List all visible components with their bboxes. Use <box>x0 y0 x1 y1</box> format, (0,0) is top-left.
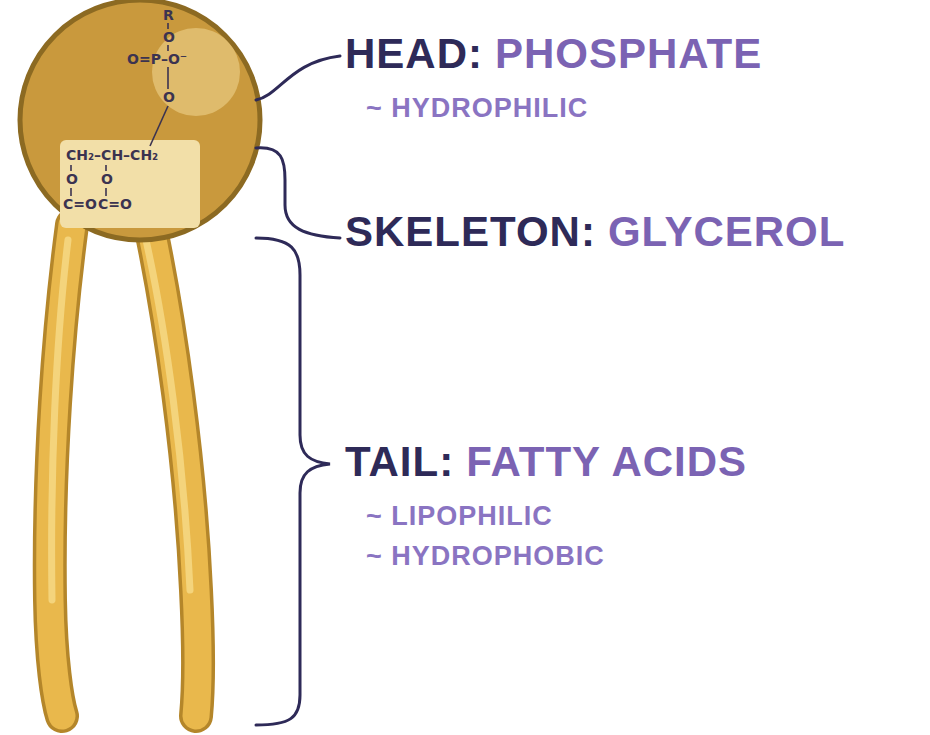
glycerol-chain: CH₂–CH–CH₂ <box>66 148 158 163</box>
brackets <box>256 56 340 725</box>
glycerol-box <box>60 140 200 228</box>
atom-label: R <box>163 8 174 23</box>
atom-label: O <box>101 172 113 187</box>
chemical-bonds <box>71 23 168 196</box>
carbonyl-label: C=O <box>98 197 132 212</box>
part-heading: HEAD: <box>345 32 483 76</box>
fatty-acid-tails <box>50 225 198 716</box>
part-name: PHOSPHATE <box>495 32 762 76</box>
carbonyl-label: C=O <box>63 197 97 212</box>
property-note: ~ LIPOPHILIC <box>366 502 553 530</box>
part-heading: TAIL: <box>345 440 454 484</box>
part-name: FATTY ACIDS <box>466 440 747 484</box>
atom-label: O <box>163 90 175 105</box>
phosphate-highlight <box>152 28 240 116</box>
part-heading: SKELETON: <box>345 210 596 254</box>
phosphate-head <box>20 0 260 240</box>
part-name: GLYCEROL <box>608 210 845 254</box>
atom-label: O <box>66 172 78 187</box>
property-note: ~ HYDROPHILIC <box>366 94 588 122</box>
atom-label: O <box>163 30 175 45</box>
phosphate-group: O=P–O⁻ <box>127 52 187 67</box>
property-note: ~ HYDROPHOBIC <box>366 542 605 570</box>
